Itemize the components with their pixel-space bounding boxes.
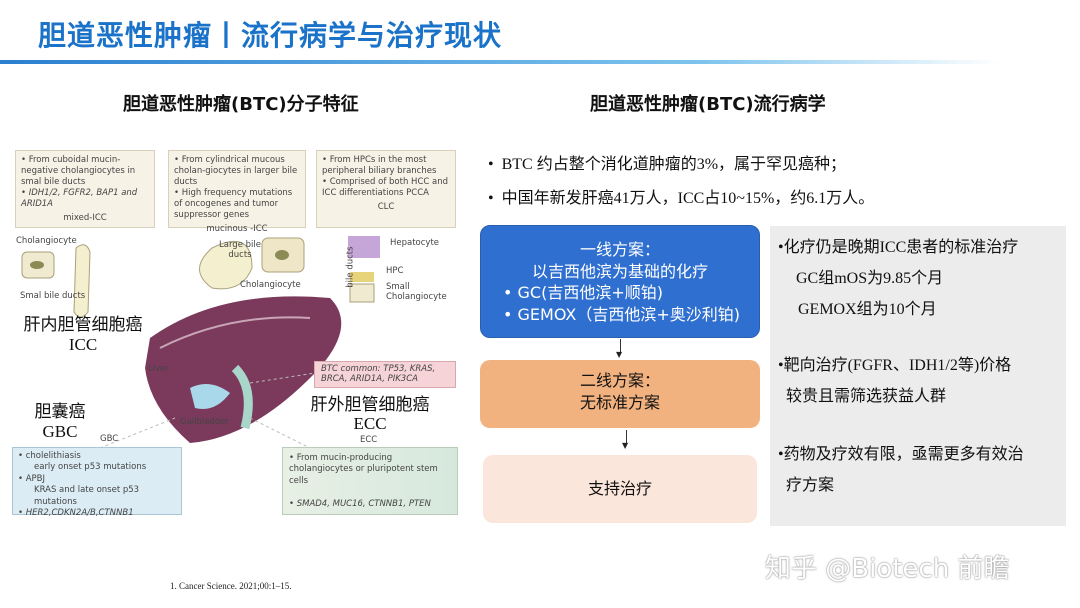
first-line-box: 一线方案： 以吉西他滨为基础的化疗 • GC(吉西他滨+顺铂) • GEMOX（… <box>480 225 760 338</box>
note-line: •化疗仍是晚期ICC患者的标准治疗 <box>778 239 1019 256</box>
ecc-line: • From mucin-producing cholangiocytes or… <box>289 453 438 486</box>
liver-label: Liver <box>148 364 169 374</box>
note-line: GC组mOS为9.85个月 <box>796 270 944 288</box>
liver-illustration <box>21 236 380 454</box>
ecc-small-label: ECC <box>360 435 378 445</box>
arrow-2 <box>626 430 627 444</box>
flow-line: 一线方案： <box>579 240 660 259</box>
box-line: • From HPCs in the most peripheral bilia… <box>322 155 437 177</box>
gbc-cn: 胆囊癌 <box>34 402 86 422</box>
watermark: 知乎 @Biotech 前瞻 <box>765 554 1010 584</box>
flow-line: 无标准方案 <box>579 393 660 413</box>
cholangiocyte2-label: Cholangiocyte <box>240 280 301 290</box>
note-line: •靶向治疗(FGFR、IDH1/2等)价格 <box>778 356 1012 374</box>
box-label: mixed-ICC <box>63 213 107 224</box>
left-heading: 胆道恶性肿瘤(BTC)分子特征 <box>123 94 359 115</box>
gbc-en: GBC <box>42 422 78 442</box>
gbc-line: KRAS and late onset p53 mutations <box>34 485 140 507</box>
ecc-en: ECC <box>353 413 387 433</box>
bullet-text: BTC 约占整个消化道肿瘤的3%，属于罕见癌种； <box>501 156 847 173</box>
mucinous-icc-box: • From cylindrical mucous cholan-giocyte… <box>168 150 306 234</box>
gbc-line: early onset p53 mutations <box>34 462 147 473</box>
notes-panel: •化疗仍是晚期ICC患者的标准治疗 GC组mOS为9.85个月 GEMOX组为1… <box>770 226 1066 526</box>
flow-line: • GC(吉西他滨+顺铂) <box>503 283 663 303</box>
gallbladder-label: Gallbladder <box>180 417 229 427</box>
note-line: •药物及疗效有限，亟需更多有效治 <box>778 445 1024 463</box>
bile-ducts-label: bile ducts <box>345 246 356 288</box>
gbc-box: • cholelithiasis early onset p53 mutatio… <box>12 447 182 518</box>
right-heading: 胆道恶性肿瘤(BTC)流行病学 <box>590 94 826 115</box>
second-line-box: 二线方案： 无标准方案 <box>480 360 760 428</box>
arrow-head-icon: ▼ <box>622 441 629 450</box>
bullet-2: • 中国年新发肝癌41万人，ICC占10~15%，约6.1万人。 <box>488 190 875 207</box>
flow-line: 以吉西他滨为基础的化疗 <box>531 261 708 281</box>
footnote: 1. Cancer Science. 2021;00:1–15. <box>170 581 292 591</box>
hepatocyte-label: Hepatocyte <box>390 238 440 248</box>
box-line: • Comprised of both HCC and ICC differen… <box>322 177 449 199</box>
box-line: • From cuboidal mucin-negative cholangio… <box>21 155 136 188</box>
small-cholangiocyte-label: Small Cholangiocyte <box>386 282 447 303</box>
mixed-icc-box: • From cuboidal mucin-negative cholangio… <box>15 150 155 228</box>
box-line: • IDH1/2, FGFR2, BAP1 and ARID1A <box>21 188 138 210</box>
box-line: • High frequency mutations of oncogenes … <box>174 188 293 221</box>
page-title: 胆道恶性肿瘤丨流行病学与治疗现状 <box>38 19 503 52</box>
ecc-cn: 肝外胆管细胞癌 <box>310 395 430 415</box>
hpc-label: HPC <box>386 266 404 276</box>
clc-box: • From HPCs in the most peripheral bilia… <box>316 150 456 228</box>
arrow-1 <box>620 339 621 353</box>
note-line: 较贵且需筛选获益人群 <box>786 387 947 405</box>
ecc-box: • From mucin-producing cholangiocytes or… <box>282 447 458 515</box>
large-ducts-label: Large bile ducts <box>219 240 261 261</box>
note-line: 疗方案 <box>786 477 835 495</box>
icc-label: 肝内胆管细胞癌 ICC <box>18 315 148 356</box>
ecc-line: • SMAD4, MUC16, CTNNB1, PTEN <box>289 499 431 510</box>
box-label: CLC <box>377 202 395 213</box>
icc-cn: 肝内胆管细胞癌 <box>23 315 143 335</box>
box-label: mucinous -ICC <box>206 224 268 235</box>
btc-common-box: BTC common: TP53, KRAS, BRCA, ARID1A, PI… <box>314 361 456 388</box>
cholangiocyte-label: Cholangiocyte <box>16 236 77 246</box>
box-line: • From cylindrical mucous cholan-giocyte… <box>174 155 298 188</box>
note-line: GEMOX组为10个月 <box>798 301 937 319</box>
title-divider <box>0 60 1000 64</box>
icc-en: ICC <box>68 335 98 355</box>
gbc-line: • HER2,CDKN2A/B,CTNNB1 <box>18 508 134 519</box>
ecc-label: 肝外胆管细胞癌 ECC <box>300 396 440 433</box>
flow-line: 支持治疗 <box>587 479 652 498</box>
flow-line: 二线方案： <box>579 371 660 390</box>
supportive-care-box: 支持治疗 <box>483 455 757 523</box>
gbc-small-label: GBC <box>100 434 119 444</box>
bullet-text: 中国年新发肝癌41万人，ICC占10~15%，约6.1万人。 <box>501 190 875 207</box>
gbc-line: • APBJ <box>18 473 45 484</box>
flow-line: • GEMOX（吉西他滨+奥沙利铂) <box>503 304 741 324</box>
gbc-label: 胆囊癌 GBC <box>25 402 95 443</box>
arrow-head-icon: ▼ <box>616 350 623 359</box>
bullet-1: • BTC 约占整个消化道肿瘤的3%，属于罕见癌种； <box>488 156 847 173</box>
gbc-line: • cholelithiasis <box>18 451 81 461</box>
small-ducts-label: Smal bile ducts <box>20 291 86 301</box>
